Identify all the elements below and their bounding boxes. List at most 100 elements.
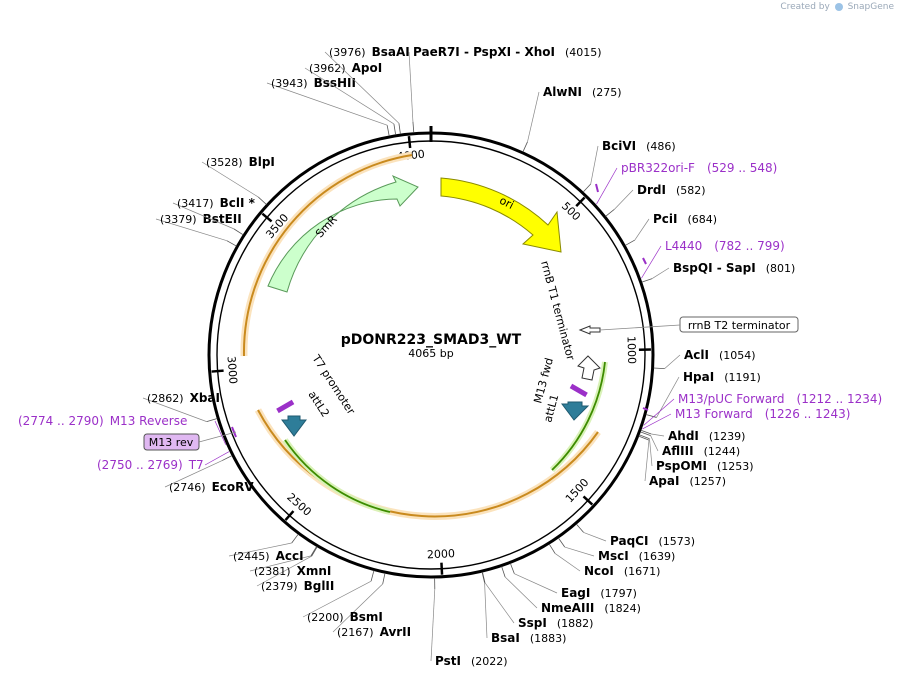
site-leader-inner [641,278,653,283]
site-name: AccI [276,549,304,563]
site-leader-inner [605,209,615,217]
site-leader-outer [527,91,540,142]
site-position: (1797) [600,587,637,600]
feature-label-m13-rev-box: M13 rev [143,431,237,451]
site-label: PspOMI(1253) [656,459,754,473]
site-leader-outer [613,189,634,210]
site-label: AlwNI(275) [543,85,622,99]
site-leader-inner [640,431,651,437]
site-label: BsaI(1883) [491,631,566,645]
site-leader-outer [664,354,681,369]
attl2-arrow [281,415,307,437]
site-name: AhdI [668,429,699,443]
site-position: (2379) [261,580,298,593]
primer-label: (2774 .. 2790) M13 Reverse [18,414,187,428]
site-label: (2200)BsmI [307,610,383,624]
feature-label-ori: ori [497,194,516,212]
primer-mark-l4440 [642,257,647,265]
site-name: BspQI - SapI [673,261,756,275]
rrnb-t2-leader [599,324,681,331]
site-name: ApoI [352,61,383,75]
primer-range: (529 .. 548) [707,161,777,175]
site-leader-outer [155,218,227,242]
site-label: (3943)BssHII [271,76,356,90]
orange-arcs [240,151,601,520]
scale-tick-mark [575,196,586,207]
scale-tick-label: 1000 [625,336,639,364]
primer-range: (2774 .. 2790) [18,414,104,428]
site-label: (2862)XbaI [147,391,220,405]
site-name: BstEII [203,212,242,226]
site-leader-inner [558,537,566,548]
primer-marks [231,183,649,438]
site-label: BspQI - SapI (801) [673,261,795,275]
site-leader-inner [221,455,233,461]
site-label: (2379) BglII [261,579,334,593]
site-name: PciI [653,212,678,226]
site-name: NmeAIII [541,601,594,615]
site-name: AclI [684,348,709,362]
site-label: NmeAIII(1824) [541,601,641,615]
site-leader-inner [311,546,318,557]
site-leader-outer [651,433,665,437]
site-position: (1639) [639,550,676,563]
site-position: (2167) [337,626,374,639]
site-leader-outer [324,51,400,124]
feature-label-rrnb-t2-box: rrnB T2 terminator [599,316,799,333]
site-position: (2746) [169,481,206,494]
site-label: (3417)BclI * [177,196,256,210]
smr-feature-arrow [267,174,419,293]
primer-mark-m13-fwd [569,383,588,398]
rrnb-t2-label-box [679,316,799,333]
orange-arc-bottom [257,409,599,518]
primer-name: M13 Forward [675,407,753,421]
site-label: (2746)EcoRV [169,480,254,494]
primer-leader [204,451,230,466]
primer-name: pBR322ori-F [621,161,695,175]
site-position: (2200) [307,611,344,624]
site-name: BglII [304,579,335,593]
site-label: ApaI(1257) [649,474,726,488]
site-position: (1244) [704,445,741,458]
green-arc-right [551,361,606,471]
site-leader-outer [554,553,581,572]
site-leader-outer [201,161,259,198]
site-leader-inner [258,196,267,205]
site-position: (801) [766,262,796,275]
site-position: (2022) [471,655,508,668]
site-label: (3976)BsaAI [329,45,410,59]
site-position: (1054) [719,349,756,362]
site-name: AflIII [662,444,694,458]
site-leader-outer [249,555,312,572]
site-leader-inner [291,533,299,544]
site-name: DrdI [637,183,666,197]
green-arc-bottom [284,439,391,513]
site-position: (1882) [557,617,594,630]
primer-range: (1212 .. 1234) [797,392,883,406]
site-leader-outer [590,145,599,185]
primer-leader [641,245,662,279]
site-label: PaqCI(1573) [610,534,695,548]
site-leader-outer [266,82,388,126]
site-leader-outer [430,588,436,662]
site-label: PaeR7I - PspXI - XhoI(4015) [413,45,602,59]
site-position: (3528) [206,156,243,169]
site-name: BssHII [314,76,356,90]
site-leader-outer [634,218,650,241]
primer-name: M13 Reverse [110,414,188,428]
primer-range: (782 .. 799) [714,239,784,253]
primer-range: (2750 .. 2769) [97,458,183,472]
site-leader-inner [398,123,401,135]
site-leader-inner [233,228,244,236]
primer-mark-m13-forward [642,407,649,411]
site-leader-inner [582,183,592,193]
site-name: XmnI [297,564,332,578]
feature-label-attl2: attL2 [305,389,331,420]
site-leader-inner [576,523,584,533]
site-position: (1191) [724,371,761,384]
snapgene-logo-icon [834,2,843,11]
site-label: AhdI(1239) [668,429,745,443]
ori-feature-arrow [440,177,562,253]
primer-range: (1226 .. 1243) [765,407,851,421]
